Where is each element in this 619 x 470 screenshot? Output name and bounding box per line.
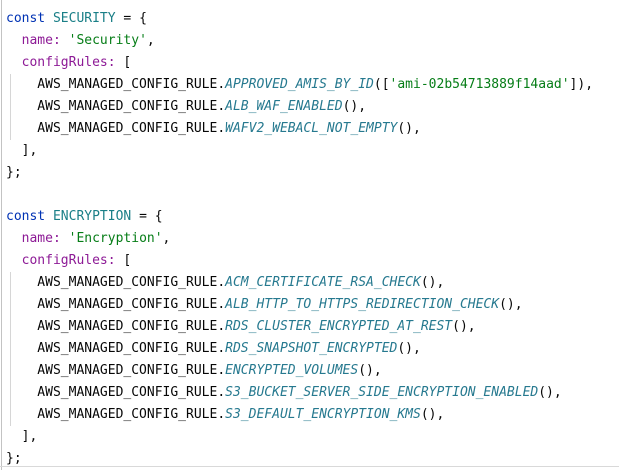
code-token-plain — [6, 55, 22, 70]
code-token-plain — [6, 33, 22, 48]
code-token-plain: (), — [397, 341, 421, 356]
code-token-plain: [ — [115, 253, 132, 268]
code-line: AWS_MANAGED_CONFIG_RULE.RDS_SNAPSHOT_ENC… — [6, 338, 619, 360]
code-token-plain: AWS_MANAGED_CONFIG_RULE. — [6, 319, 226, 334]
code-token-prop: configRules: — [21, 253, 116, 268]
code-line: AWS_MANAGED_CONFIG_RULE.RDS_CLUSTER_ENCR… — [6, 316, 619, 338]
code-line: AWS_MANAGED_CONFIG_RULE.ACM_CERTIFICATE_… — [6, 272, 619, 294]
indent-guide — [10, 74, 11, 140]
code-token-plain: (), — [452, 319, 476, 334]
code-token-plain: AWS_MANAGED_CONFIG_RULE. — [6, 341, 226, 356]
code-line: const SECURITY = { — [6, 8, 619, 30]
code-line: configRules: [ — [6, 52, 619, 74]
code-line: AWS_MANAGED_CONFIG_RULE.S3_BUCKET_SERVER… — [6, 382, 619, 404]
code-token-plain: = { — [115, 11, 147, 26]
code-token-plain: = { — [131, 209, 163, 224]
code-token-plain: }; — [6, 165, 22, 180]
editor-left-border — [1, 0, 2, 470]
code-token-str: 'ami-02b54713889f14aad' — [389, 77, 570, 92]
code-token-static: WAFV2_WEBACL_NOT_EMPTY — [225, 121, 398, 136]
code-token-plain: AWS_MANAGED_CONFIG_RULE. — [6, 407, 226, 422]
code-token-plain: (), — [397, 121, 421, 136]
code-line: AWS_MANAGED_CONFIG_RULE.ENCRYPTED_VOLUME… — [6, 360, 619, 382]
code-line: name: 'Security', — [6, 30, 619, 52]
code-token-plain: AWS_MANAGED_CONFIG_RULE. — [6, 363, 226, 378]
code-token-plain: AWS_MANAGED_CONFIG_RULE. — [6, 121, 226, 136]
code-token-plain — [61, 231, 69, 246]
code-line — [6, 184, 619, 206]
code-token-plain: AWS_MANAGED_CONFIG_RULE. — [6, 99, 226, 114]
code-token-plain: AWS_MANAGED_CONFIG_RULE. — [6, 275, 226, 290]
editor-bottom-border — [0, 466, 619, 467]
code-line: name: 'Encryption', — [6, 228, 619, 250]
code-line: configRules: [ — [6, 250, 619, 272]
code-token-plain: , — [162, 231, 171, 246]
code-token-plain: (), — [499, 297, 523, 312]
code-token-static: ENCRYPTED_VOLUMES — [225, 363, 359, 378]
code-token-plain: (), — [538, 385, 562, 400]
code-token-static: S3_DEFAULT_ENCRYPTION_KMS — [225, 407, 421, 422]
code-line: AWS_MANAGED_CONFIG_RULE.ALB_HTTP_TO_HTTP… — [6, 294, 619, 316]
code-token-prop: name: — [21, 231, 61, 246]
code-line: ], — [6, 426, 619, 448]
code-token-plain: }; — [6, 451, 22, 466]
code-line: const ENCRYPTION = { — [6, 206, 619, 228]
code-token-plain — [6, 231, 22, 246]
code-line: }; — [6, 162, 619, 184]
code-token-static: RDS_CLUSTER_ENCRYPTED_AT_REST — [225, 319, 453, 334]
code-token-plain: (), — [358, 363, 382, 378]
code-token-plain: AWS_MANAGED_CONFIG_RULE. — [6, 77, 226, 92]
code-token-plain: (), — [420, 275, 445, 290]
code-token-plain: (), — [342, 99, 367, 114]
code-token-plain: AWS_MANAGED_CONFIG_RULE. — [6, 297, 226, 312]
code-token-prop: name: — [21, 33, 61, 48]
code-token-const: SECURITY — [52, 11, 116, 26]
code-token-static: ACM_CERTIFICATE_RSA_CHECK — [225, 275, 421, 290]
code-token-plain — [6, 253, 22, 268]
code-token-static: ALB_WAF_ENABLED — [225, 99, 343, 114]
code-line: ], — [6, 140, 619, 162]
code-token-const: ENCRYPTION — [52, 209, 132, 224]
code-token-plain: AWS_MANAGED_CONFIG_RULE. — [6, 385, 226, 400]
code-line: AWS_MANAGED_CONFIG_RULE.APPROVED_AMIS_BY… — [6, 74, 619, 96]
code-token-kw: const — [6, 11, 46, 26]
code-line: AWS_MANAGED_CONFIG_RULE.ALB_WAF_ENABLED(… — [6, 96, 619, 118]
indent-guide — [10, 272, 11, 426]
code-token-plain — [45, 209, 53, 224]
code-token-plain: , — [146, 33, 155, 48]
code-token-static: APPROVED_AMIS_BY_ID — [225, 77, 374, 92]
code-token-kw: const — [6, 209, 46, 224]
code-token-static: RDS_SNAPSHOT_ENCRYPTED — [225, 341, 398, 356]
code-token-plain: ], — [6, 429, 38, 444]
code-token-plain: (), — [420, 407, 445, 422]
code-token-plain — [61, 33, 69, 48]
code-token-static: S3_BUCKET_SERVER_SIDE_ENCRYPTION_ENABLED — [225, 385, 539, 400]
code-line: AWS_MANAGED_CONFIG_RULE.WAFV2_WEBACL_NOT… — [6, 118, 619, 140]
code-token-prop: configRules: — [21, 55, 116, 70]
code-token-plain: ]), — [569, 77, 594, 92]
code-token-str: 'Encryption' — [68, 231, 163, 246]
code-token-str: 'Security' — [68, 33, 147, 48]
code-token-static: ALB_HTTP_TO_HTTPS_REDIRECTION_CHECK — [225, 297, 500, 312]
code-token-plain — [45, 11, 53, 26]
code-line: }; — [6, 448, 619, 470]
code-token-plain: ([ — [373, 77, 390, 92]
code-token-plain: ], — [6, 143, 38, 158]
code-token-plain: [ — [115, 55, 132, 70]
code-line: AWS_MANAGED_CONFIG_RULE.S3_DEFAULT_ENCRY… — [6, 404, 619, 426]
